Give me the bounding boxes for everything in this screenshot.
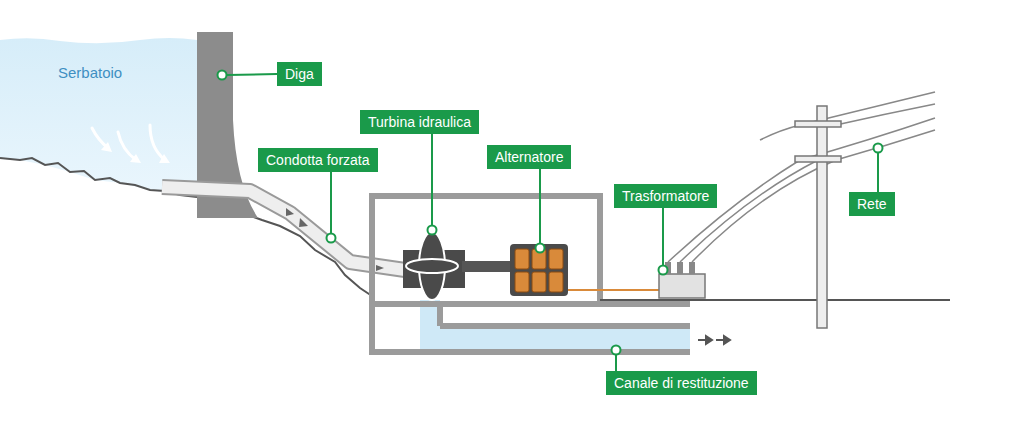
label-text: Turbina idraulica [368, 113, 471, 131]
label-text: Alternatore [495, 148, 563, 166]
label-text: Canale di restituzione [614, 374, 749, 392]
leader-line [330, 172, 332, 233]
shaft [462, 261, 512, 272]
transformer [659, 274, 705, 298]
leader-dot [536, 244, 545, 253]
penstock-pipe [162, 187, 405, 270]
alternator [510, 244, 568, 296]
leader-line [431, 134, 433, 225]
leader-dot [659, 266, 668, 275]
callout-label: Rete [849, 192, 895, 216]
callout-label: Condotta forzata [258, 148, 378, 172]
callout-label: Alternatore [487, 145, 571, 169]
leader-line [227, 74, 277, 75]
label-text: Condotta forzata [266, 151, 370, 169]
callout-label: Diga [277, 62, 322, 86]
label-text: Diga [285, 65, 314, 83]
leader-dot [612, 346, 621, 355]
leader-line [615, 355, 617, 371]
reservoir-water [0, 38, 197, 197]
insulators [665, 262, 695, 274]
penstock-inner [162, 187, 405, 270]
label-text: Rete [857, 195, 887, 213]
outflow-arrows [698, 336, 730, 344]
turbine-runner [406, 259, 458, 273]
leader-line [662, 208, 664, 265]
leader-dot [874, 144, 883, 153]
tailrace-water [420, 328, 690, 350]
callout-label: Canale di restituzione [606, 371, 757, 395]
cable [568, 289, 660, 291]
flow-arrowheads [101, 142, 170, 163]
power-lines [668, 92, 935, 262]
ground-line [600, 299, 950, 301]
flow-arrows [92, 125, 165, 160]
alternator-coils [515, 249, 563, 292]
powerhouse [372, 196, 600, 304]
powerhouse-floor [372, 304, 690, 352]
callout-label: Trasformatore [614, 184, 717, 208]
callout-label: Turbina idraulica [360, 110, 479, 134]
leader-line [877, 153, 879, 192]
label-text: Trasformatore [622, 187, 709, 205]
leader-dot [218, 71, 227, 80]
crossbar [795, 156, 841, 162]
leader-line [539, 169, 541, 243]
area-label: Serbatoio [58, 64, 122, 81]
crossbar [795, 121, 841, 127]
leader-dot [327, 234, 336, 243]
leader-dot [428, 226, 437, 235]
pole [817, 106, 827, 328]
